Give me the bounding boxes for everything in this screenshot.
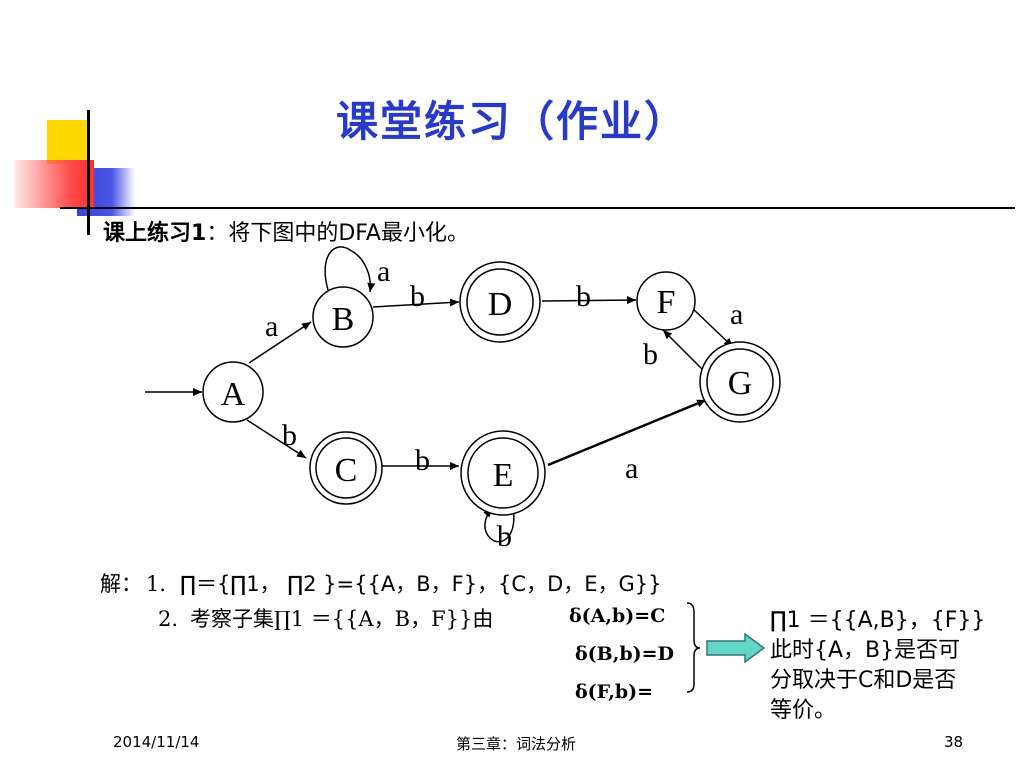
edge-G-F xyxy=(662,329,706,373)
state-A-label: A xyxy=(221,376,246,413)
footer-page-number: 38 xyxy=(944,733,964,751)
exercise-sep: ： xyxy=(206,221,229,246)
solution-step1: 解：1. ∏＝{∏1， ∏2 }={{A，B，F}，{C，D，E，G}} xyxy=(100,568,662,598)
delta-brace xyxy=(686,602,701,693)
state-C-label: C xyxy=(335,452,358,489)
solution-step2: 2. 考察子集∏1 ＝{{A，B，F}}由 xyxy=(158,603,493,633)
state-C-outer xyxy=(309,431,383,505)
state-G-inner xyxy=(706,348,774,416)
step1-text: ∏＝{∏1， ∏2 }={{A，B，F}，{C，D，E，G}} xyxy=(180,572,662,596)
state-E-inner xyxy=(467,437,539,509)
right-arrow-icon xyxy=(706,632,766,664)
state-G-label: G xyxy=(728,365,753,402)
edge-label-C-E: b xyxy=(415,444,430,477)
state-D-inner xyxy=(466,268,534,336)
state-F-label: F xyxy=(657,284,676,321)
exercise-line: 课上练习1：将下图中的DFA最小化。 xyxy=(103,215,469,247)
deco-red-square xyxy=(14,160,94,208)
delta-A-b: δ(A,b)=C xyxy=(569,605,666,627)
step2-text: 考察子集∏1 ＝{{A，B，F}}由 xyxy=(190,607,494,631)
edge-A-C xyxy=(246,419,307,459)
edge-label-G-F: b xyxy=(643,338,658,371)
edge-E-E xyxy=(483,507,515,543)
edge-B-B xyxy=(324,246,376,293)
exercise-label: 课上练习1 xyxy=(103,221,207,246)
deco-yellow-square xyxy=(47,120,89,164)
state-G-outer xyxy=(699,341,781,423)
edge-label-B-B: a xyxy=(377,255,390,288)
state-E-label: E xyxy=(493,457,514,494)
exercise-text: 将下图中的DFA最小化。 xyxy=(228,221,469,246)
edge-B-D xyxy=(372,298,460,308)
note-line-2: 此时{A，B}是否可 xyxy=(770,638,961,663)
note-line-3: 分取决于C和D是否 xyxy=(770,668,957,693)
edge-label-A-B: a xyxy=(265,310,278,343)
step1-num: 1. xyxy=(146,572,167,596)
footer-date: 2014/11/14 xyxy=(113,733,200,751)
delta-B-b: δ(B,b)=D xyxy=(575,643,675,665)
state-A-circle xyxy=(202,361,264,423)
edge-label-B-D: b xyxy=(410,280,425,313)
edge-F-G xyxy=(690,306,734,348)
state-F-circle xyxy=(636,271,696,331)
note-line-4: 等价。 xyxy=(770,698,837,723)
state-D-outer xyxy=(459,261,541,343)
state-B-circle xyxy=(312,286,374,348)
note-box: ∏1 ＝{{A,B}，{F}} 此时{A，B}是否可 分取决于C和D是否 等价。 xyxy=(770,606,985,726)
footer-chapter: 第三章：词法分析 xyxy=(456,735,577,753)
state-D-label: D xyxy=(488,286,513,323)
edge-label-D-F: b xyxy=(576,280,591,313)
edge-label-E-E: b xyxy=(497,520,512,553)
note-line-1: ∏1 ＝{{A,B}，{F}} xyxy=(770,608,986,633)
step2-num: 2. xyxy=(158,607,179,631)
title-underline xyxy=(60,207,1015,209)
state-E-outer xyxy=(460,430,546,516)
edge-label-F-G: a xyxy=(730,298,743,331)
state-B-label: B xyxy=(332,301,355,338)
state-C-inner xyxy=(315,437,377,499)
solution-label: 解： xyxy=(100,572,142,596)
delta-F-b: δ(F,b)= xyxy=(575,681,654,703)
edge-E-G xyxy=(547,398,707,467)
deco-vertical-line xyxy=(87,110,90,235)
edge-A-B xyxy=(248,321,312,364)
edge-D-F xyxy=(541,296,637,305)
edge-label-A-C: b xyxy=(282,419,297,452)
edge-label-E-G: a xyxy=(625,452,638,485)
slide-title: 课堂练习（作业） xyxy=(335,97,688,146)
